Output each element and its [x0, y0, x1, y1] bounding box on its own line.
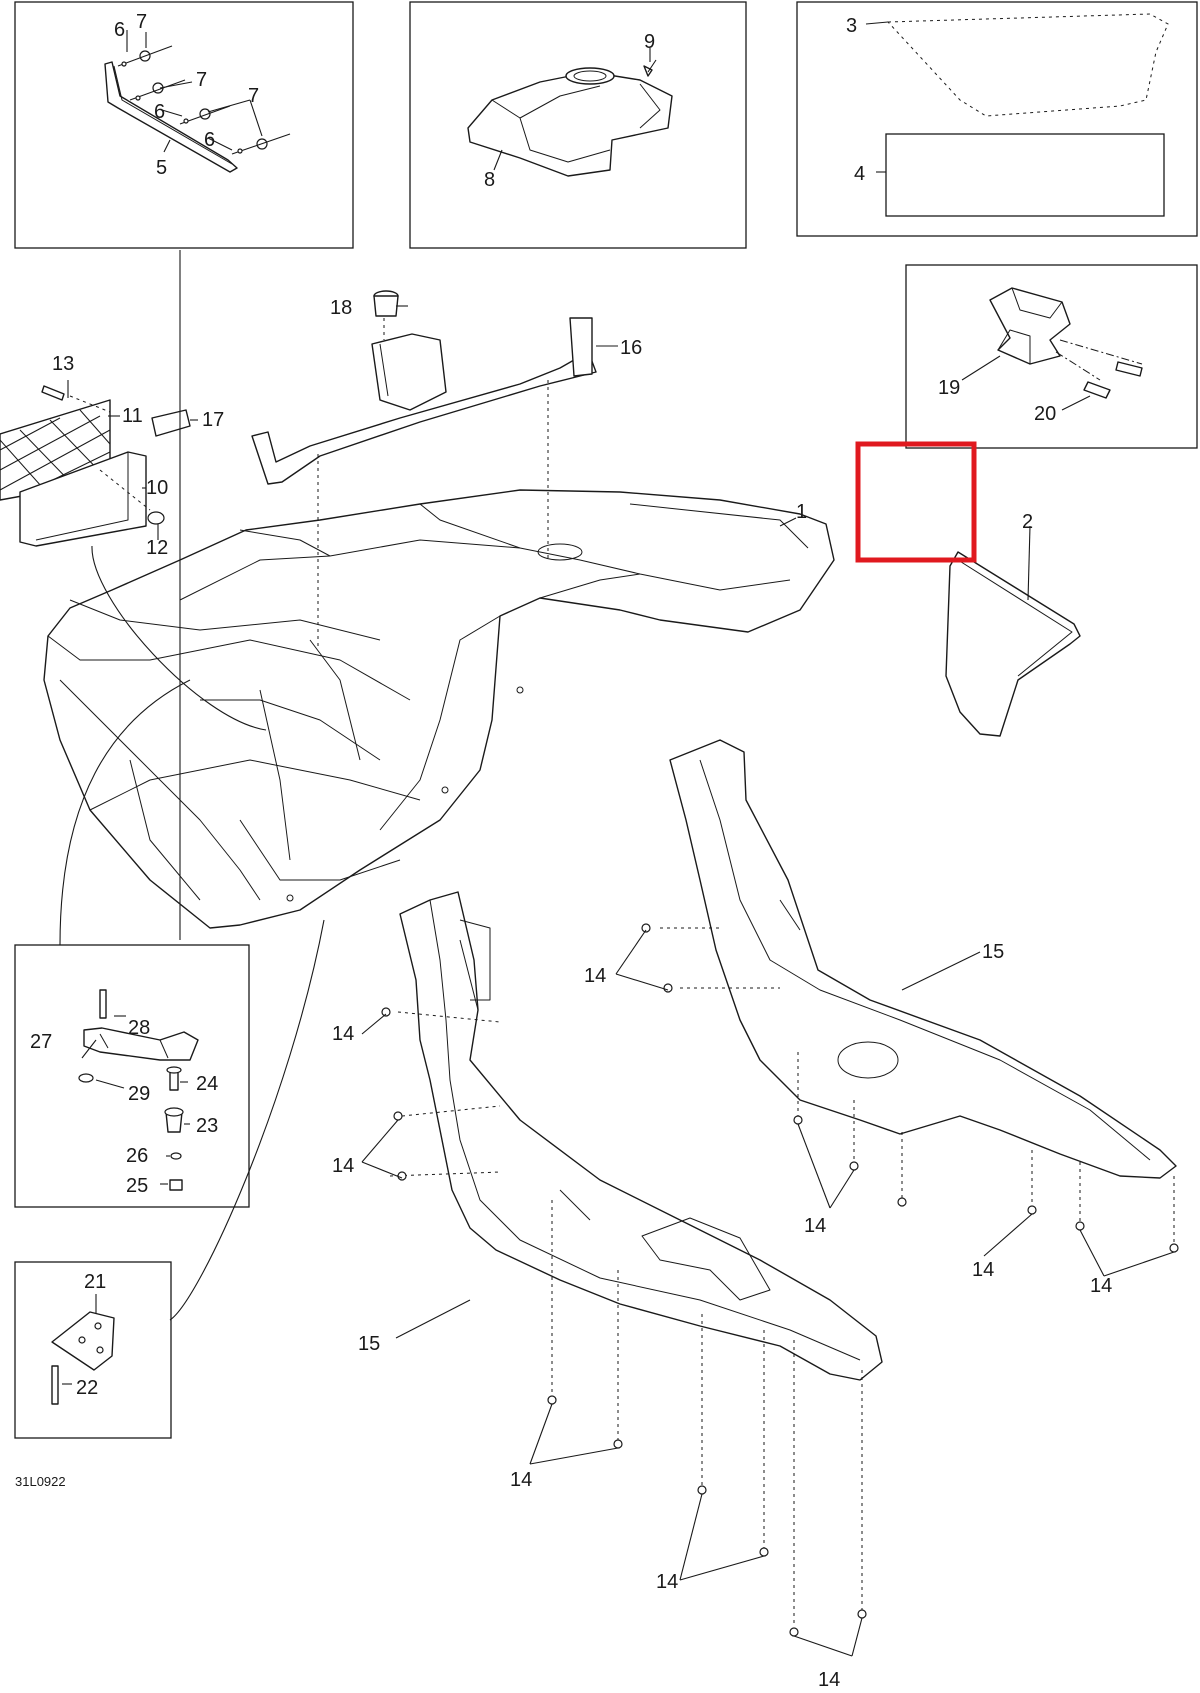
callout-14: 14 — [1090, 1275, 1112, 1297]
detail-box-trim-strip — [14, 1, 354, 249]
trim-strip-part — [104, 61, 238, 173]
callout-5: 5 — [156, 157, 167, 179]
cap-part — [373, 290, 399, 317]
callout-14: 14 — [656, 1571, 678, 1593]
detail-box-handle — [14, 944, 250, 1208]
callout-21: 21 — [84, 1271, 106, 1293]
callout-14: 14 — [332, 1155, 354, 1177]
callout-14: 14 — [510, 1469, 532, 1491]
callout-1: 1 — [796, 501, 807, 523]
callout-6: 6 — [154, 101, 165, 123]
callout-8: 8 — [484, 169, 495, 191]
foam-block-part — [19, 451, 147, 547]
handle-part — [83, 1027, 199, 1061]
washer-part — [147, 511, 165, 525]
callout-28: 28 — [128, 1017, 150, 1039]
callout-6: 6 — [114, 19, 125, 41]
callout-12: 12 — [146, 537, 168, 559]
callout-14: 14 — [804, 1215, 826, 1237]
callout-14: 14 — [584, 965, 606, 987]
callout-19: 19 — [938, 377, 960, 399]
pad-part — [151, 409, 191, 437]
lower-left-axes — [551, 1200, 863, 1626]
brace-part — [251, 317, 597, 485]
callout-14: 14 — [818, 1669, 840, 1691]
callout-25: 25 — [126, 1175, 148, 1197]
callout-23: 23 — [196, 1115, 218, 1137]
callout-18: 18 — [330, 297, 352, 319]
leader-lines — [59, 21, 1175, 1657]
highlight-box — [855, 441, 977, 563]
clip-axis-2 — [1055, 351, 1101, 381]
detail-box-bracket — [14, 1261, 172, 1439]
callout-7: 7 — [136, 11, 147, 33]
pin-axis — [69, 395, 111, 413]
decal-outline — [886, 13, 1169, 117]
callout-24: 24 — [196, 1073, 218, 1095]
callout-7: 7 — [248, 85, 259, 107]
screw-part — [643, 59, 657, 77]
detail-box-clip — [905, 264, 1198, 449]
rivet-washer-set — [117, 45, 291, 155]
console-cover-part — [467, 67, 673, 177]
detail-box-console-cover — [409, 1, 747, 249]
drawing-code: 31L0922 — [15, 1474, 66, 1489]
clip-axis — [1059, 339, 1143, 365]
lower-left-plate-part — [399, 891, 883, 1381]
main-body-part — [43, 489, 835, 929]
callout-27: 27 — [30, 1031, 52, 1053]
callout-4: 4 — [854, 163, 865, 185]
side-panel-part — [945, 551, 1081, 737]
callout-10: 10 — [146, 477, 168, 499]
callout-22: 22 — [76, 1377, 98, 1399]
callout-26: 26 — [126, 1145, 148, 1167]
detail-box-decals — [796, 1, 1198, 237]
callout-3: 3 — [846, 15, 857, 37]
lower-right-axes — [389, 927, 1175, 1244]
handle-fasteners — [78, 989, 184, 1191]
callout-6: 6 — [204, 129, 215, 151]
callout-15: 15 — [982, 941, 1004, 963]
clip-rivet-part — [1083, 361, 1143, 399]
callout-7: 7 — [196, 69, 207, 91]
callout-13: 13 — [52, 353, 74, 375]
clip-part — [989, 287, 1071, 365]
callout-labels: 6 7 7 6 7 6 5 9 8 3 4 19 20 18 16 13 11 … — [15, 11, 1112, 1691]
callout-9: 9 — [644, 31, 655, 53]
callout-15: 15 — [358, 1333, 380, 1355]
label-plate — [885, 133, 1165, 217]
callout-14: 14 — [972, 1259, 994, 1281]
callout-17: 17 — [202, 409, 224, 431]
callout-20: 20 — [1034, 403, 1056, 425]
bracket-part — [51, 1311, 115, 1405]
callout-29: 29 — [128, 1083, 150, 1105]
lower-right-plate-part — [669, 739, 1177, 1179]
callout-11: 11 — [122, 405, 143, 427]
pin-part — [41, 385, 65, 401]
callout-2: 2 — [1022, 511, 1033, 533]
callout-16: 16 — [620, 337, 642, 359]
callout-14: 14 — [332, 1023, 354, 1045]
